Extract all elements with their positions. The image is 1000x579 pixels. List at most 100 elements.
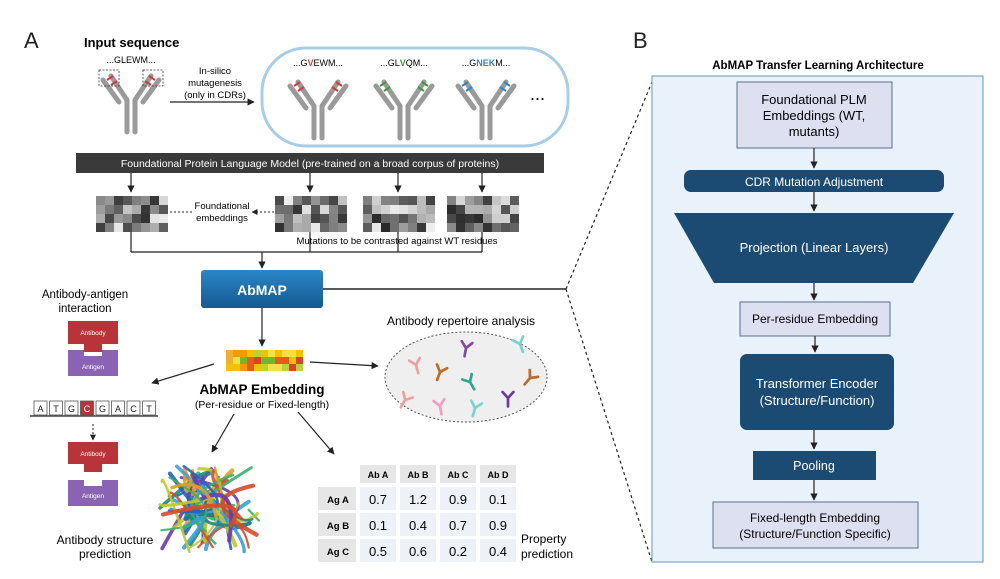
cdr-adjustment-box	[684, 170, 944, 192]
antibody-antigen-icon-bottom	[68, 442, 118, 506]
heatmap-cell	[311, 196, 320, 205]
heatmap-cell	[132, 205, 141, 214]
repertoire-antibody-icon	[435, 363, 449, 382]
repertoire-title: Antibody repertoire analysis	[387, 314, 535, 328]
repertoire-antibody-icon	[501, 390, 515, 408]
heatmap-cell	[311, 214, 320, 223]
embedding-cell	[275, 357, 282, 364]
repertoire-antibody-icon	[511, 335, 525, 354]
mutant-antibody-icon-1	[290, 82, 346, 138]
table-cell	[400, 513, 436, 536]
mutant-embedding-heatmap-1	[275, 196, 347, 232]
heatmap-cell	[456, 223, 465, 232]
heatmap-cell	[381, 214, 390, 223]
table-cell-value: 0.5	[369, 544, 387, 559]
embedding-cell	[233, 364, 240, 371]
heatmap-cell	[114, 205, 123, 214]
embedding-cell	[247, 350, 254, 357]
heatmap-cell	[381, 196, 390, 205]
heatmap-cell	[390, 223, 399, 232]
embedding-cell	[268, 357, 275, 364]
embedding-cell	[289, 364, 296, 371]
foundational-plm-line-3: mutants)	[789, 124, 840, 139]
heatmap-cell	[501, 205, 510, 214]
more-mutants-ellipsis: ...	[530, 84, 545, 104]
table-cell-value: 0.9	[489, 518, 507, 533]
transformer-line-2: (Structure/Function)	[760, 393, 875, 408]
heatmap-cell	[329, 205, 338, 214]
heatmap-cell	[159, 205, 168, 214]
embedding-title: AbMAP Embedding	[199, 382, 324, 397]
repertoire-antibody-icon	[523, 368, 540, 386]
repertoire-antibodies	[399, 335, 540, 418]
table-cell	[440, 539, 476, 562]
heatmap-cell	[492, 196, 501, 205]
protein-ribbon	[160, 476, 208, 532]
heatmap-cell	[483, 214, 492, 223]
table-cell-value: 0.6	[409, 544, 427, 559]
embedding-to-interaction-arrow	[151, 363, 215, 385]
heatmap-cell	[159, 223, 168, 232]
heatmap-cell	[293, 223, 302, 232]
antibody-label-top: Antibody	[80, 330, 106, 337]
dna-base-box	[64, 400, 79, 416]
abmap-embedding-strip	[226, 350, 303, 371]
heatmap-cell	[483, 196, 492, 205]
plm-bar	[76, 153, 544, 173]
heatmap-cell	[132, 196, 141, 205]
table-cell	[480, 513, 516, 536]
table-cell-value: 0.1	[489, 492, 507, 507]
heatmap-cell	[510, 205, 519, 214]
dna-base-letter: A	[115, 404, 121, 414]
heatmap-cell	[399, 214, 408, 223]
fixed-length-box	[712, 501, 919, 549]
embedding-cell	[226, 357, 233, 364]
heatmap-cell	[338, 205, 347, 214]
table-cell-value: 1.2	[409, 492, 427, 507]
table-column-header: Ab B	[408, 470, 429, 480]
heatmap-cell	[123, 223, 132, 232]
heatmap-cell	[501, 196, 510, 205]
antibody-label-bottom: Antibody	[80, 451, 106, 458]
heatmap-cell	[159, 196, 168, 205]
heatmap-cell	[311, 223, 320, 232]
heatmap-cell	[417, 205, 426, 214]
embedding-cell	[296, 357, 303, 364]
protein-structure-image	[158, 464, 261, 554]
heatmap-cell	[302, 214, 311, 223]
fixed-length-line-1: Fixed-length Embedding	[750, 511, 880, 525]
mutant-antibody-icon-3	[458, 82, 514, 138]
embedding-cell	[240, 357, 247, 364]
heatmap-cell	[150, 214, 159, 223]
plm-output-arrows	[127, 173, 486, 193]
table-row-label: Ag C	[327, 547, 349, 558]
heatmap-cell	[399, 205, 408, 214]
embedding-cell	[282, 364, 289, 371]
heatmap-cell	[456, 205, 465, 214]
dna-base-box	[111, 400, 125, 416]
interaction-title-line-1: Antibody-antigen	[42, 289, 128, 301]
heatmap-cell	[284, 205, 293, 214]
heatmap-cell	[456, 196, 465, 205]
heatmap-cell	[141, 196, 150, 205]
heatmap-cell	[474, 196, 483, 205]
heatmap-cell	[284, 214, 293, 223]
table-column-header: Ab D	[488, 470, 509, 480]
heatmap-cell	[501, 223, 510, 232]
heatmap-cell	[284, 196, 293, 205]
heatmap-cell	[105, 223, 114, 232]
heatmap-cell	[275, 205, 284, 214]
zoom-dotted-lower	[565, 288, 653, 563]
wt-sequence: ...GLEWM...	[106, 55, 155, 65]
heatmap-cell	[141, 223, 150, 232]
heatmap-cell	[417, 196, 426, 205]
heatmap-cell	[338, 196, 347, 205]
heatmap-cell	[492, 205, 501, 214]
embedding-cell	[247, 357, 254, 364]
heatmap-cell	[363, 205, 372, 214]
embedding-cell	[296, 350, 303, 357]
heatmap-cell	[390, 214, 399, 223]
table-header-cell	[440, 465, 476, 483]
